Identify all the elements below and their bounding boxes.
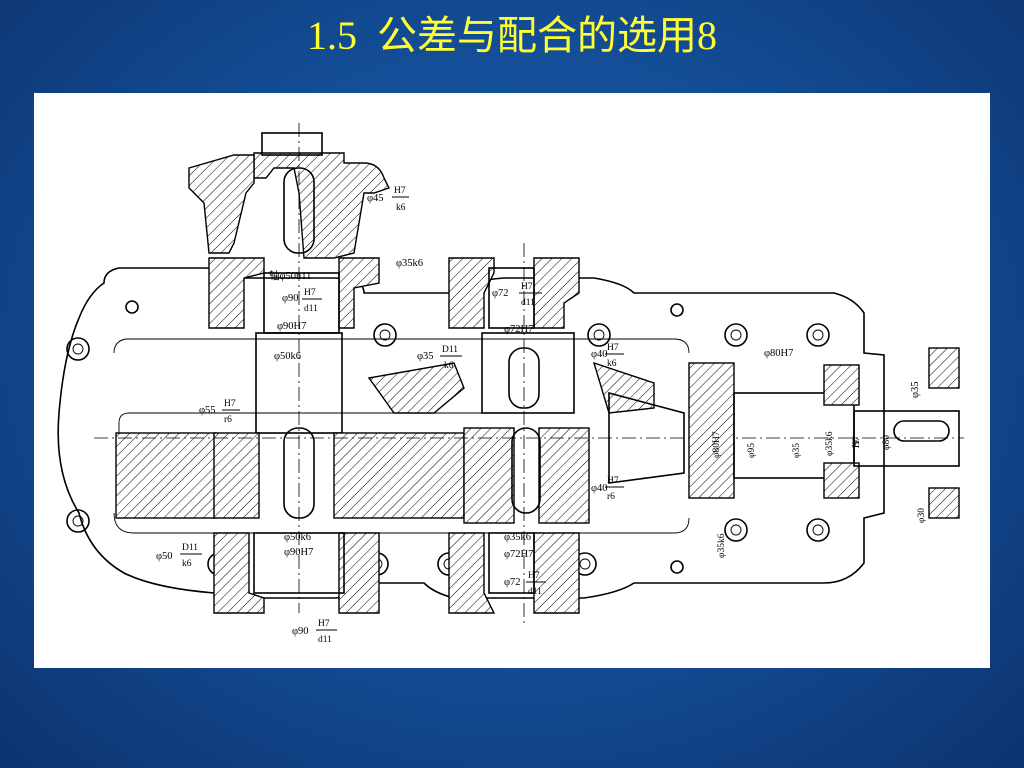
fit-label-7: φ72 xyxy=(492,288,509,299)
fit-label-20: φ40 xyxy=(591,483,608,494)
fit-label-11: φ80H7 xyxy=(764,348,793,359)
fit-label-12: φ35 xyxy=(910,381,921,398)
fit-label-10: φ40 xyxy=(591,349,608,360)
fit-label-26-den: d11 xyxy=(528,587,542,597)
fit-label-3: φ90 xyxy=(282,293,299,304)
fit-label-19: φ80 xyxy=(882,435,892,450)
dimension-labels: φ45 H7 k6 轴φ50h11 φ90 H7 d11 φ90H7 φ50k6… xyxy=(156,186,927,645)
fit-label-14: φ80H7 xyxy=(712,431,722,458)
fit-label-3-num: H7 xyxy=(304,288,316,298)
fit-label-15: φ95 xyxy=(747,443,757,458)
fit-label-28: φ30 xyxy=(917,508,927,523)
fit-label-8: φ72H7 xyxy=(504,324,533,335)
fit-label-21: φ50k6 xyxy=(284,532,311,543)
fit-label-20-num: H7 xyxy=(607,476,619,486)
fit-label-4: φ90H7 xyxy=(277,321,306,332)
fit-label-29-den: d11 xyxy=(318,635,332,645)
fit-label-13-den: r6 xyxy=(224,415,232,425)
shafts xyxy=(94,243,964,623)
fit-label-26-num: H7 xyxy=(528,571,540,581)
gearbox-assembly-drawing: φ45 H7 k6 轴φ50h11 φ90 H7 d11 φ90H7 φ50k6… xyxy=(34,93,990,668)
fit-label-29-num: H7 xyxy=(318,619,330,629)
fit-label-18: H7 xyxy=(852,436,862,448)
fit-label-10-den: k6 xyxy=(607,359,617,369)
fit-label-5: φ50k6 xyxy=(274,351,301,362)
bearing-blocks-bottom xyxy=(213,532,580,614)
fit-label-3-den: d11 xyxy=(304,304,318,314)
fit-label-13-num: H7 xyxy=(224,399,236,409)
gearbox-drawing-svg: φ45 H7 k6 轴φ50h11 φ90 H7 d11 φ90H7 φ50k6… xyxy=(57,123,964,645)
fit-label-23: φ35k6 xyxy=(504,532,531,543)
fit-label-24: φ72H7 xyxy=(504,549,533,560)
fit-label-9-den: k6 xyxy=(444,361,454,371)
fit-label-20-den: r6 xyxy=(607,492,615,502)
bearing-blocks-top xyxy=(208,257,580,334)
fit-label-2: 轴φ50h11 xyxy=(269,269,311,282)
fit-label-7-num: H7 xyxy=(521,282,533,292)
fit-label-16: φ35 xyxy=(792,443,802,458)
output-shaft-assembly xyxy=(688,347,960,519)
fit-label-6: φ35k6 xyxy=(396,258,423,269)
fit-label-27: φ35k6 xyxy=(717,533,727,558)
fit-label-18b: f9 xyxy=(851,440,862,448)
input-shaft-housing xyxy=(188,123,390,613)
fit-label-25-den: k6 xyxy=(182,559,192,569)
fit-label-25: φ50 xyxy=(156,551,173,562)
fit-label-13: φ55 xyxy=(199,405,216,416)
fit-label-17: φ35k6 xyxy=(825,431,835,456)
fit-label-7-den: d11 xyxy=(521,298,535,308)
slide-title: 1.5 公差与配合的选用8 xyxy=(307,13,717,58)
fit-label-1: φ45 xyxy=(367,193,384,204)
fit-label-26: φ72 xyxy=(504,577,521,588)
fit-label-9-num: D11 xyxy=(442,345,458,355)
fit-label-25-num: D11 xyxy=(182,543,198,553)
fit-label-1-num: H7 xyxy=(394,186,406,196)
fit-label-22: φ90H7 xyxy=(284,547,313,558)
fit-label-10-num: H7 xyxy=(607,343,619,353)
fit-label-9: φ35 xyxy=(417,351,434,362)
fit-label-29: φ90 xyxy=(292,626,309,637)
fit-label-1-den: k6 xyxy=(396,203,406,213)
